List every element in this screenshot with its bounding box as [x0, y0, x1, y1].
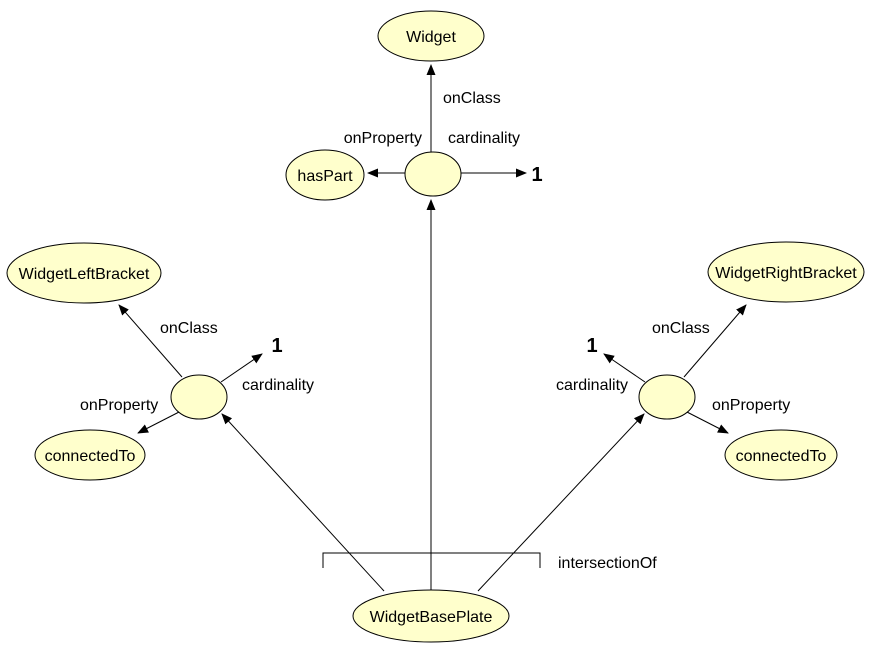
node-widget-base-plate-label: WidgetBasePlate — [370, 609, 493, 626]
edge-label-cardinality-top: cardinality — [448, 130, 520, 147]
edge-label-onproperty-left: onProperty — [80, 397, 158, 414]
node-widget-label: Widget — [406, 29, 456, 46]
node-widget-shape — [377, 10, 485, 62]
node-widget-base-plate: WidgetBasePlate — [352, 589, 510, 643]
intersection-of-bracket — [322, 552, 541, 568]
edge-label-onproperty-right: onProperty — [712, 397, 790, 414]
edge-cardinality-left — [220, 353, 263, 383]
node-connectedto-left: connectedTo — [34, 429, 146, 481]
node-widget-base-plate-shape — [352, 589, 510, 643]
node-connectedto-left-shape — [34, 429, 146, 481]
node-widget-left-bracket-shape — [6, 242, 162, 304]
edge-onclass-left — [118, 304, 183, 378]
node-restriction-left — [170, 374, 228, 420]
edge-label-onproperty-top: onProperty — [344, 130, 422, 147]
edge-onclass-right — [683, 304, 747, 378]
edge-label-onclass-top: onClass — [443, 90, 501, 107]
edge-label-intersection-of: intersectionOf — [558, 555, 657, 572]
edge-onproperty-left — [137, 410, 182, 434]
node-widget: Widget — [377, 10, 485, 62]
node-haspart-shape — [285, 149, 365, 201]
edge-label-cardinality-right: cardinality — [556, 377, 628, 394]
edge-onproperty-right — [684, 410, 729, 434]
node-restriction-top-shape — [404, 151, 462, 197]
node-widget-left-bracket: WidgetLeftBracket — [6, 242, 162, 304]
edge-cardinality-right — [603, 353, 646, 383]
node-widget-right-bracket: WidgetRightBracket — [707, 241, 865, 303]
edge-label-onclass-left: onClass — [160, 320, 218, 337]
node-connectedto-right: connectedTo — [724, 429, 838, 481]
node-haspart-label: hasPart — [297, 168, 353, 185]
node-restriction-right-shape — [638, 374, 696, 420]
node-widget-left-bracket-label: WidgetLeftBracket — [19, 266, 150, 283]
node-widget-right-bracket-label: WidgetRightBracket — [715, 265, 857, 282]
node-haspart: hasPart — [285, 149, 365, 201]
node-restriction-top — [404, 151, 462, 197]
edge-baseplate-to-right-restriction — [477, 413, 645, 592]
edge-baseplate-to-left-restriction — [221, 413, 385, 592]
edge-label-cardinality-left: cardinality — [242, 377, 314, 394]
cardinality-value-left: 1 — [271, 335, 282, 357]
node-restriction-left-shape — [170, 374, 228, 420]
cardinality-value-top: 1 — [531, 164, 542, 186]
node-connectedto-right-label: connectedTo — [736, 448, 827, 465]
cardinality-value-right: 1 — [586, 335, 597, 357]
node-connectedto-right-shape — [724, 429, 838, 481]
node-connectedto-left-label: connectedTo — [45, 448, 136, 465]
node-widget-right-bracket-shape — [707, 241, 865, 303]
node-restriction-right — [638, 374, 696, 420]
edge-label-onclass-right: onClass — [652, 320, 710, 337]
